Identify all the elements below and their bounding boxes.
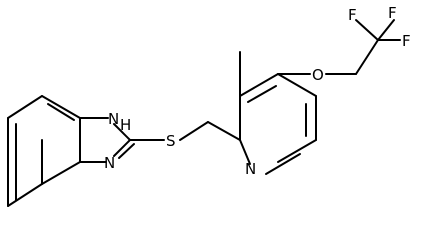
bond [113, 139, 131, 157]
atom-labels: H N N S N O F F F [104, 4, 411, 178]
atom-label-f-2: F [388, 4, 397, 22]
bond [41, 95, 81, 119]
atom-label-n-pyridine: N [245, 160, 256, 178]
bond [277, 73, 317, 97]
bond [355, 39, 379, 75]
bond [277, 139, 317, 163]
bond [355, 19, 379, 41]
atom-label-s: S [166, 132, 176, 150]
bond [179, 121, 209, 141]
bond [265, 153, 301, 175]
bond [377, 19, 395, 41]
bond [7, 183, 43, 207]
atom-label-n-nh: N [108, 110, 119, 128]
atom-label-f-1: F [348, 6, 357, 24]
bonds [7, 19, 401, 207]
atom-label-f-3: F [402, 32, 411, 50]
atom-label-o: O [312, 66, 324, 84]
bond [239, 139, 251, 165]
bond [239, 73, 279, 97]
bond [47, 103, 75, 121]
bond [7, 95, 43, 119]
bond [41, 161, 81, 185]
bond [247, 85, 277, 103]
bond [207, 121, 241, 141]
bond [118, 143, 135, 159]
atom-label-n-benzimidazole: N [104, 154, 115, 172]
chemical-structure-diagram: H N N S N O F F F [7, 4, 411, 207]
atom-label-h: H [120, 116, 131, 134]
bond [113, 123, 131, 141]
